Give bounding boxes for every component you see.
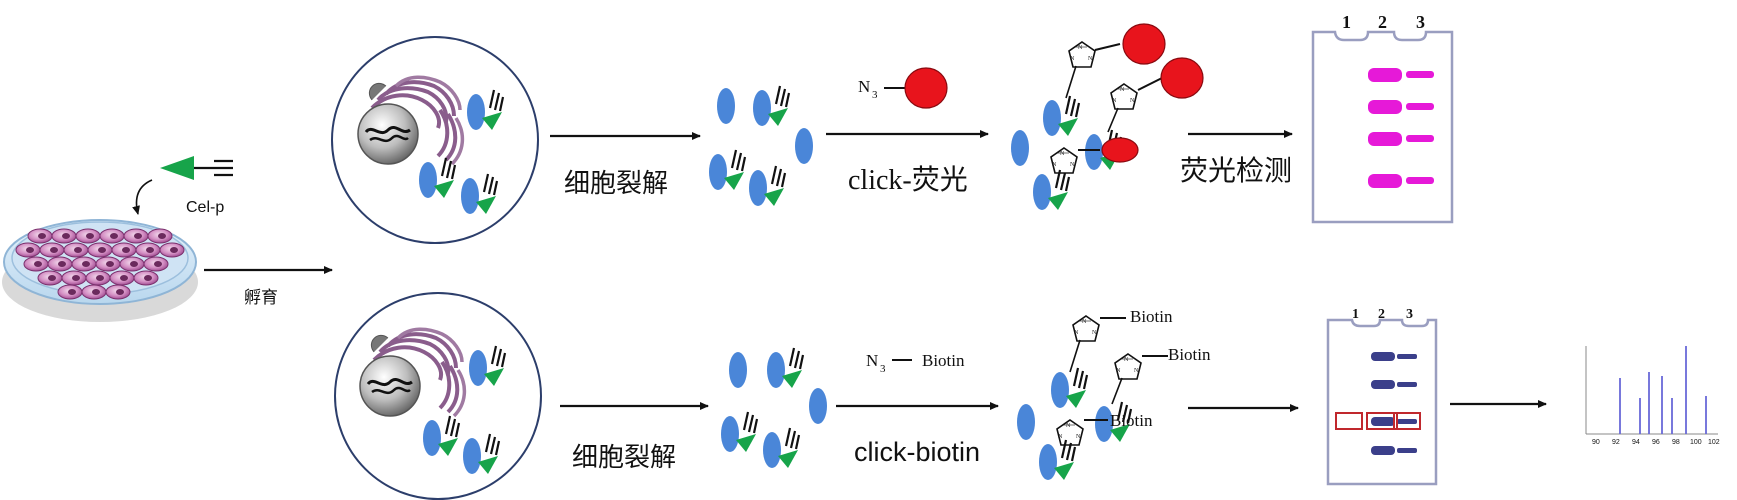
azide-biotin-reagent: N 3 Biotin	[866, 351, 965, 375]
biotin-tag-2: Biotin	[1168, 345, 1211, 364]
ms-tick-96: 96	[1652, 439, 1660, 446]
ms-tick-102: 102	[1708, 439, 1720, 446]
selected-band-box-3	[1393, 412, 1421, 430]
cell-nucleus	[92, 289, 100, 295]
incubate-label: 孵育	[244, 288, 278, 308]
ms-tick-90: 90	[1592, 439, 1600, 446]
cell-nucleus	[130, 261, 138, 267]
cell-nucleus	[110, 233, 118, 239]
ms-tick-100: 100	[1690, 439, 1702, 446]
ms-tick-98: 98	[1672, 439, 1680, 446]
cell-nucleus	[96, 275, 104, 281]
cell-nucleus	[170, 247, 178, 253]
gel-top-lane-1: 1	[1342, 12, 1351, 32]
cell-nucleus	[26, 247, 34, 253]
lysate-proteins-top	[707, 84, 813, 208]
gel-top-lane-3: 3	[1416, 12, 1425, 32]
selected-band-box-1	[1335, 412, 1363, 430]
cell-nucleus	[62, 233, 70, 239]
cell-nucleus	[122, 247, 130, 253]
lysis-label-bottom: 细胞裂解	[572, 443, 676, 473]
cell-nucleus	[106, 261, 114, 267]
svg-text:3: 3	[880, 363, 886, 375]
biotin-tag-1: Biotin	[1130, 307, 1173, 326]
cell-nucleus	[116, 289, 124, 295]
gel-top-lane-2: 2	[1378, 12, 1387, 32]
cell-nucleus	[34, 261, 42, 267]
cell-nucleus	[154, 261, 162, 267]
labeled-cell-top	[331, 36, 539, 244]
click-fluor-label: click-荧光	[848, 164, 968, 196]
cell-nucleus	[98, 247, 106, 253]
cell-nucleus	[82, 261, 90, 267]
gel-bottom-lane-2: 2	[1378, 307, 1385, 322]
cell-nucleus	[38, 233, 46, 239]
cell-nucleus	[120, 275, 128, 281]
ms-tick-92: 92	[1612, 439, 1620, 446]
fluorescence-gel	[1311, 30, 1454, 224]
gel-bottom-lane-3: 3	[1406, 307, 1413, 322]
lysis-label-top: 细胞裂解	[564, 169, 668, 199]
cultured-cells-icon	[15, 228, 185, 300]
fluor-detect-label: 荧光检测	[1180, 154, 1292, 187]
biotin-tag-3: Biotin	[1110, 411, 1153, 430]
probe-icon	[160, 156, 233, 180]
streptavidin-blot-gel	[1326, 318, 1438, 486]
lysate-proteins-bottom	[719, 346, 827, 470]
cell-nucleus	[48, 275, 56, 281]
svg-text:Biotin: Biotin	[922, 351, 965, 370]
cell-nucleus	[86, 233, 94, 239]
fluor-labeled-proteins	[1011, 23, 1204, 212]
cell-nucleus	[134, 233, 142, 239]
azide-fluorophore-reagent: N 3	[858, 67, 948, 109]
probe-label: Cel-p	[186, 199, 224, 216]
selected-band-box-2	[1366, 412, 1398, 430]
cell-nucleus	[58, 261, 66, 267]
biotin-labeled-proteins	[1017, 315, 1168, 482]
cell-nucleus	[144, 275, 152, 281]
cell-nucleus	[72, 275, 80, 281]
svg-text:N: N	[866, 351, 878, 370]
ms-tick-94: 94	[1632, 439, 1640, 446]
cell-nucleus	[74, 247, 82, 253]
cell-nucleus	[68, 289, 76, 295]
cell-nucleus	[50, 247, 58, 253]
cell-nucleus	[158, 233, 166, 239]
click-biotin-label: click-biotin	[854, 437, 980, 467]
labeled-cell-bottom	[334, 292, 542, 500]
probe-addition-arrow	[132, 179, 153, 215]
mass-spectrum: 90 92 94 96 98 100 102	[1585, 346, 1720, 446]
svg-text:N: N	[858, 77, 870, 96]
cell-nucleus	[146, 247, 154, 253]
gel-bottom-lane-1: 1	[1352, 307, 1359, 322]
svg-text:3: 3	[872, 89, 878, 101]
